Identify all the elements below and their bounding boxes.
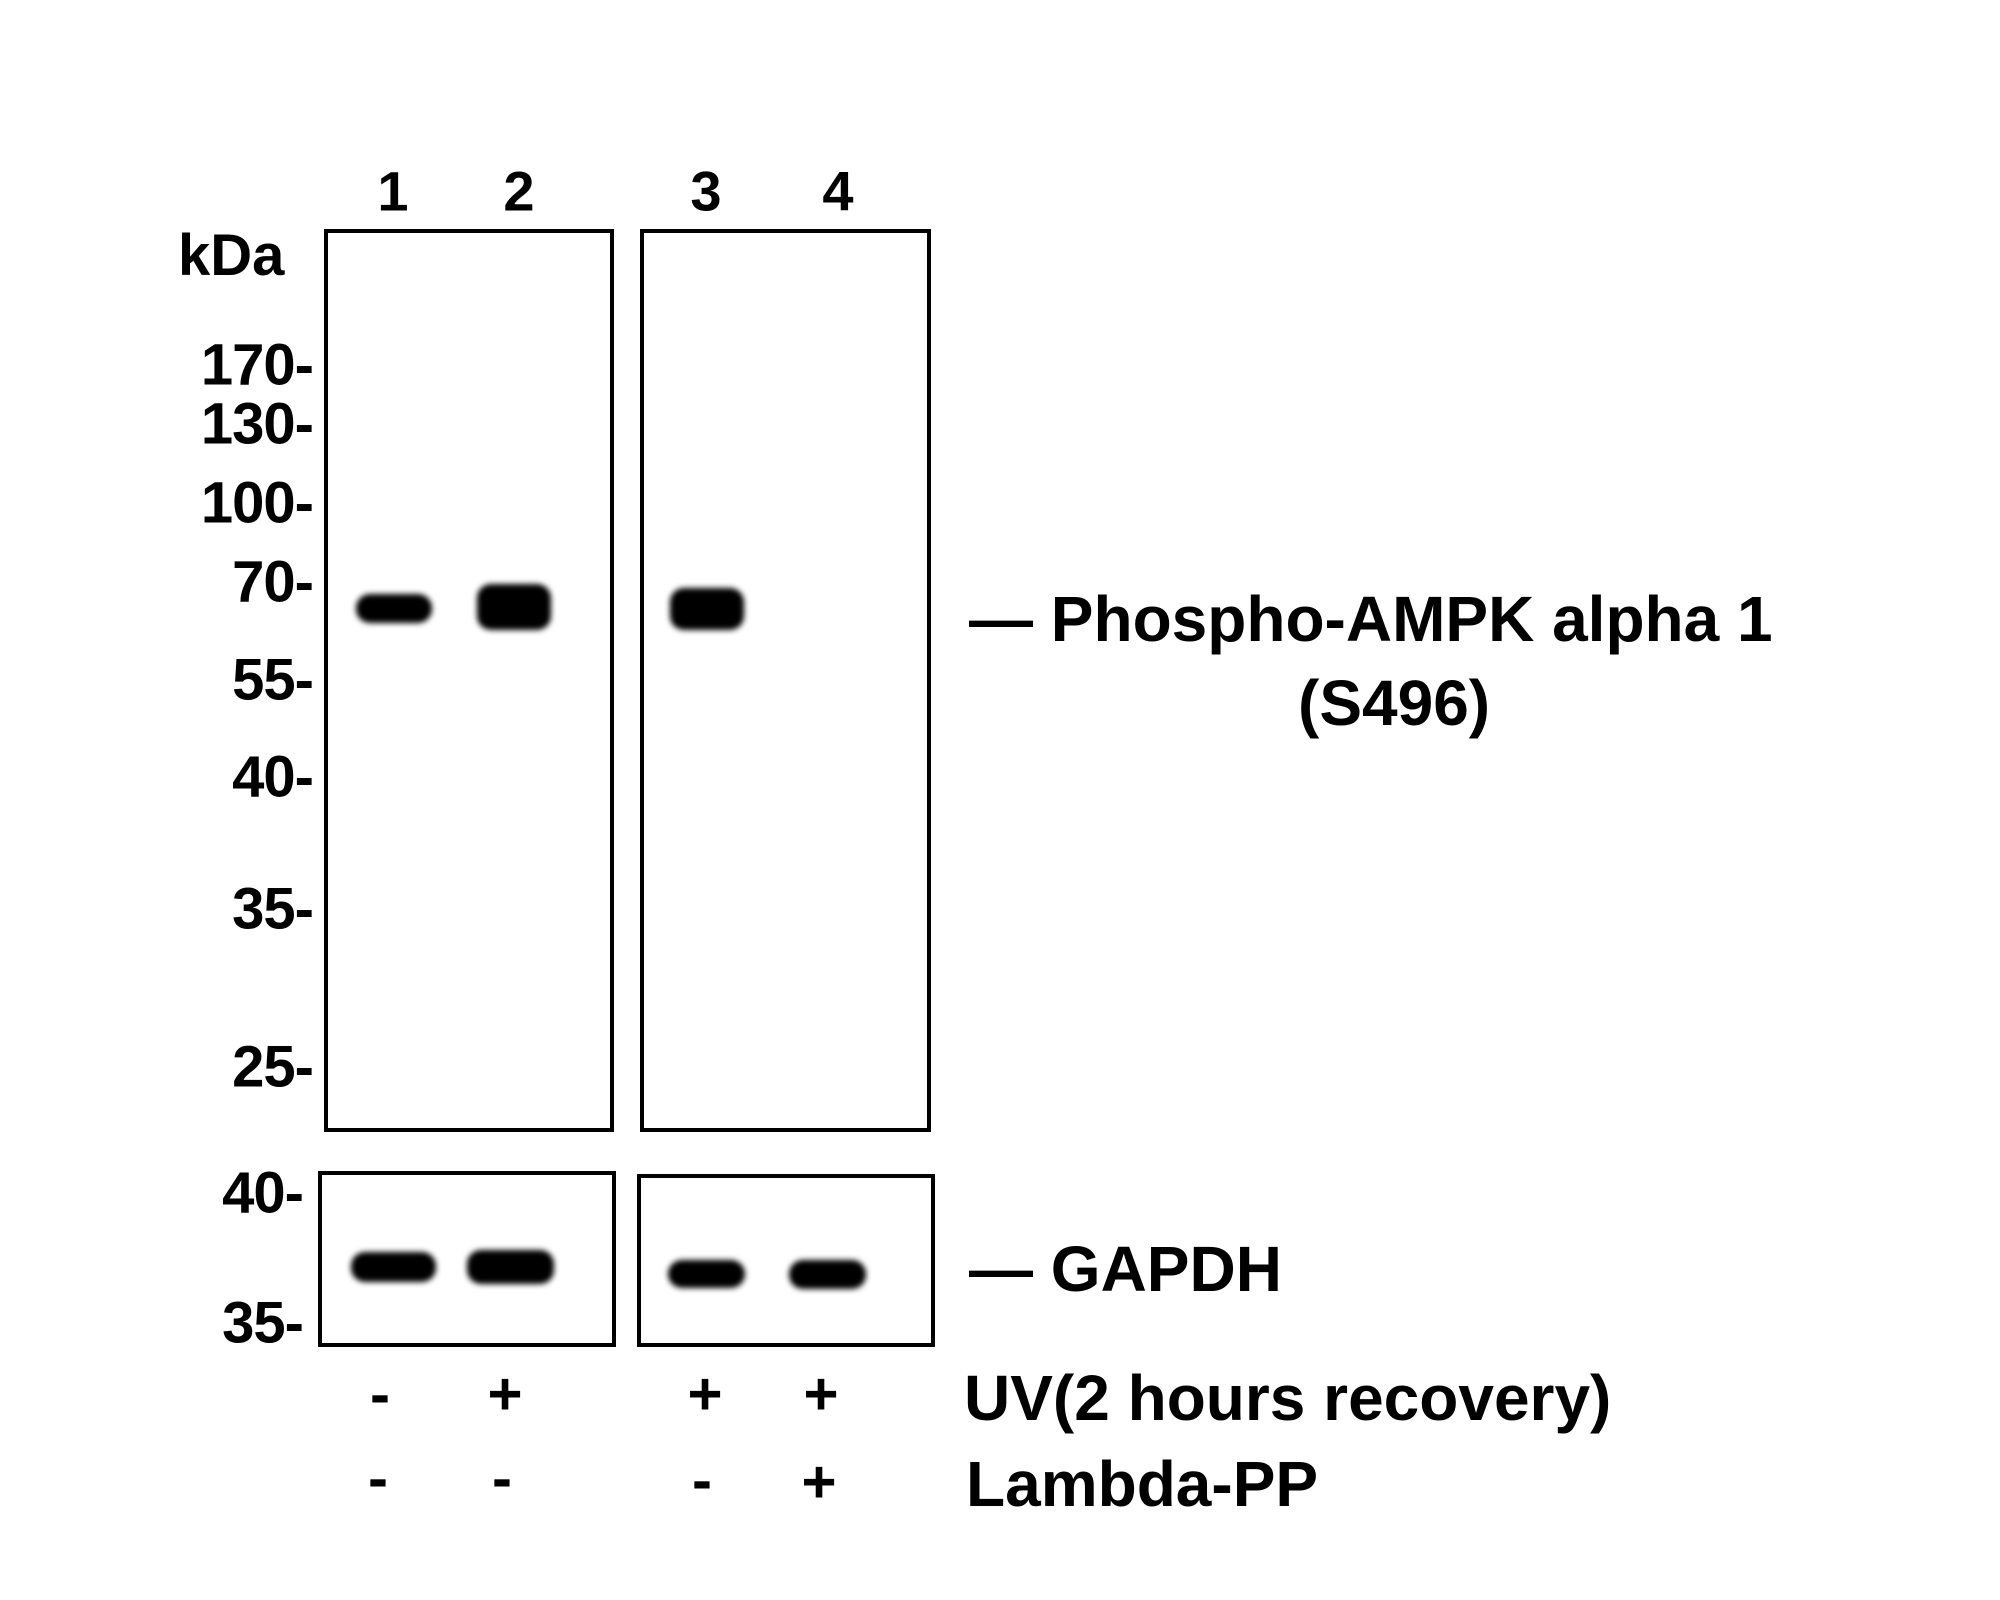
marker-170: 170- xyxy=(200,332,314,398)
marker-100: 100- xyxy=(200,470,314,536)
marker-25: 25- xyxy=(232,1034,314,1100)
gapdh-band-lane-3 xyxy=(668,1260,745,1288)
lane-number-4: 4 xyxy=(822,159,854,223)
target-label-gapdh: — GAPDH xyxy=(969,1233,1282,1305)
marker-70: 70- xyxy=(232,549,314,615)
top-blot-panel-1 xyxy=(324,229,614,1132)
marker-35: 35- xyxy=(232,876,314,942)
lane-number-2: 2 xyxy=(503,159,535,223)
band-lane-1 xyxy=(356,594,432,623)
target-label-phospho-ampk: — Phospho-AMPK alpha 1 xyxy=(969,583,1773,655)
lambda-sign-lane-3: - xyxy=(692,1446,712,1514)
marker-gapdh-35: 35- xyxy=(222,1290,304,1356)
uv-sign-lane-3: + xyxy=(687,1360,723,1428)
gapdh-band-lane-4 xyxy=(789,1260,866,1289)
marker-gapdh-40: 40- xyxy=(222,1160,304,1226)
uv-sign-lane-2: + xyxy=(487,1360,523,1428)
lambda-sign-lane-2: - xyxy=(492,1444,512,1512)
band-lane-3 xyxy=(670,588,744,630)
uv-sign-lane-4: + xyxy=(803,1360,839,1428)
uv-sign-lane-1: - xyxy=(370,1360,390,1428)
target-label-site: (S496) xyxy=(1298,667,1491,739)
marker-40: 40- xyxy=(232,744,314,810)
lane-number-1: 1 xyxy=(377,159,409,223)
condition-label-uv: UV(2 hours recovery) xyxy=(964,1362,1612,1434)
band-lane-2 xyxy=(477,584,551,630)
lambda-sign-lane-1: - xyxy=(368,1444,388,1512)
gapdh-band-lane-1 xyxy=(351,1252,436,1282)
lambda-sign-lane-4: + xyxy=(801,1448,837,1516)
lane-number-3: 3 xyxy=(690,159,722,223)
condition-label-lambda-pp: Lambda-PP xyxy=(966,1448,1319,1520)
gapdh-band-lane-2 xyxy=(467,1250,554,1284)
kda-label: kDa xyxy=(178,223,285,288)
marker-130: 130- xyxy=(200,391,314,457)
marker-55: 55- xyxy=(232,647,314,713)
top-blot-panel-2 xyxy=(640,229,931,1132)
